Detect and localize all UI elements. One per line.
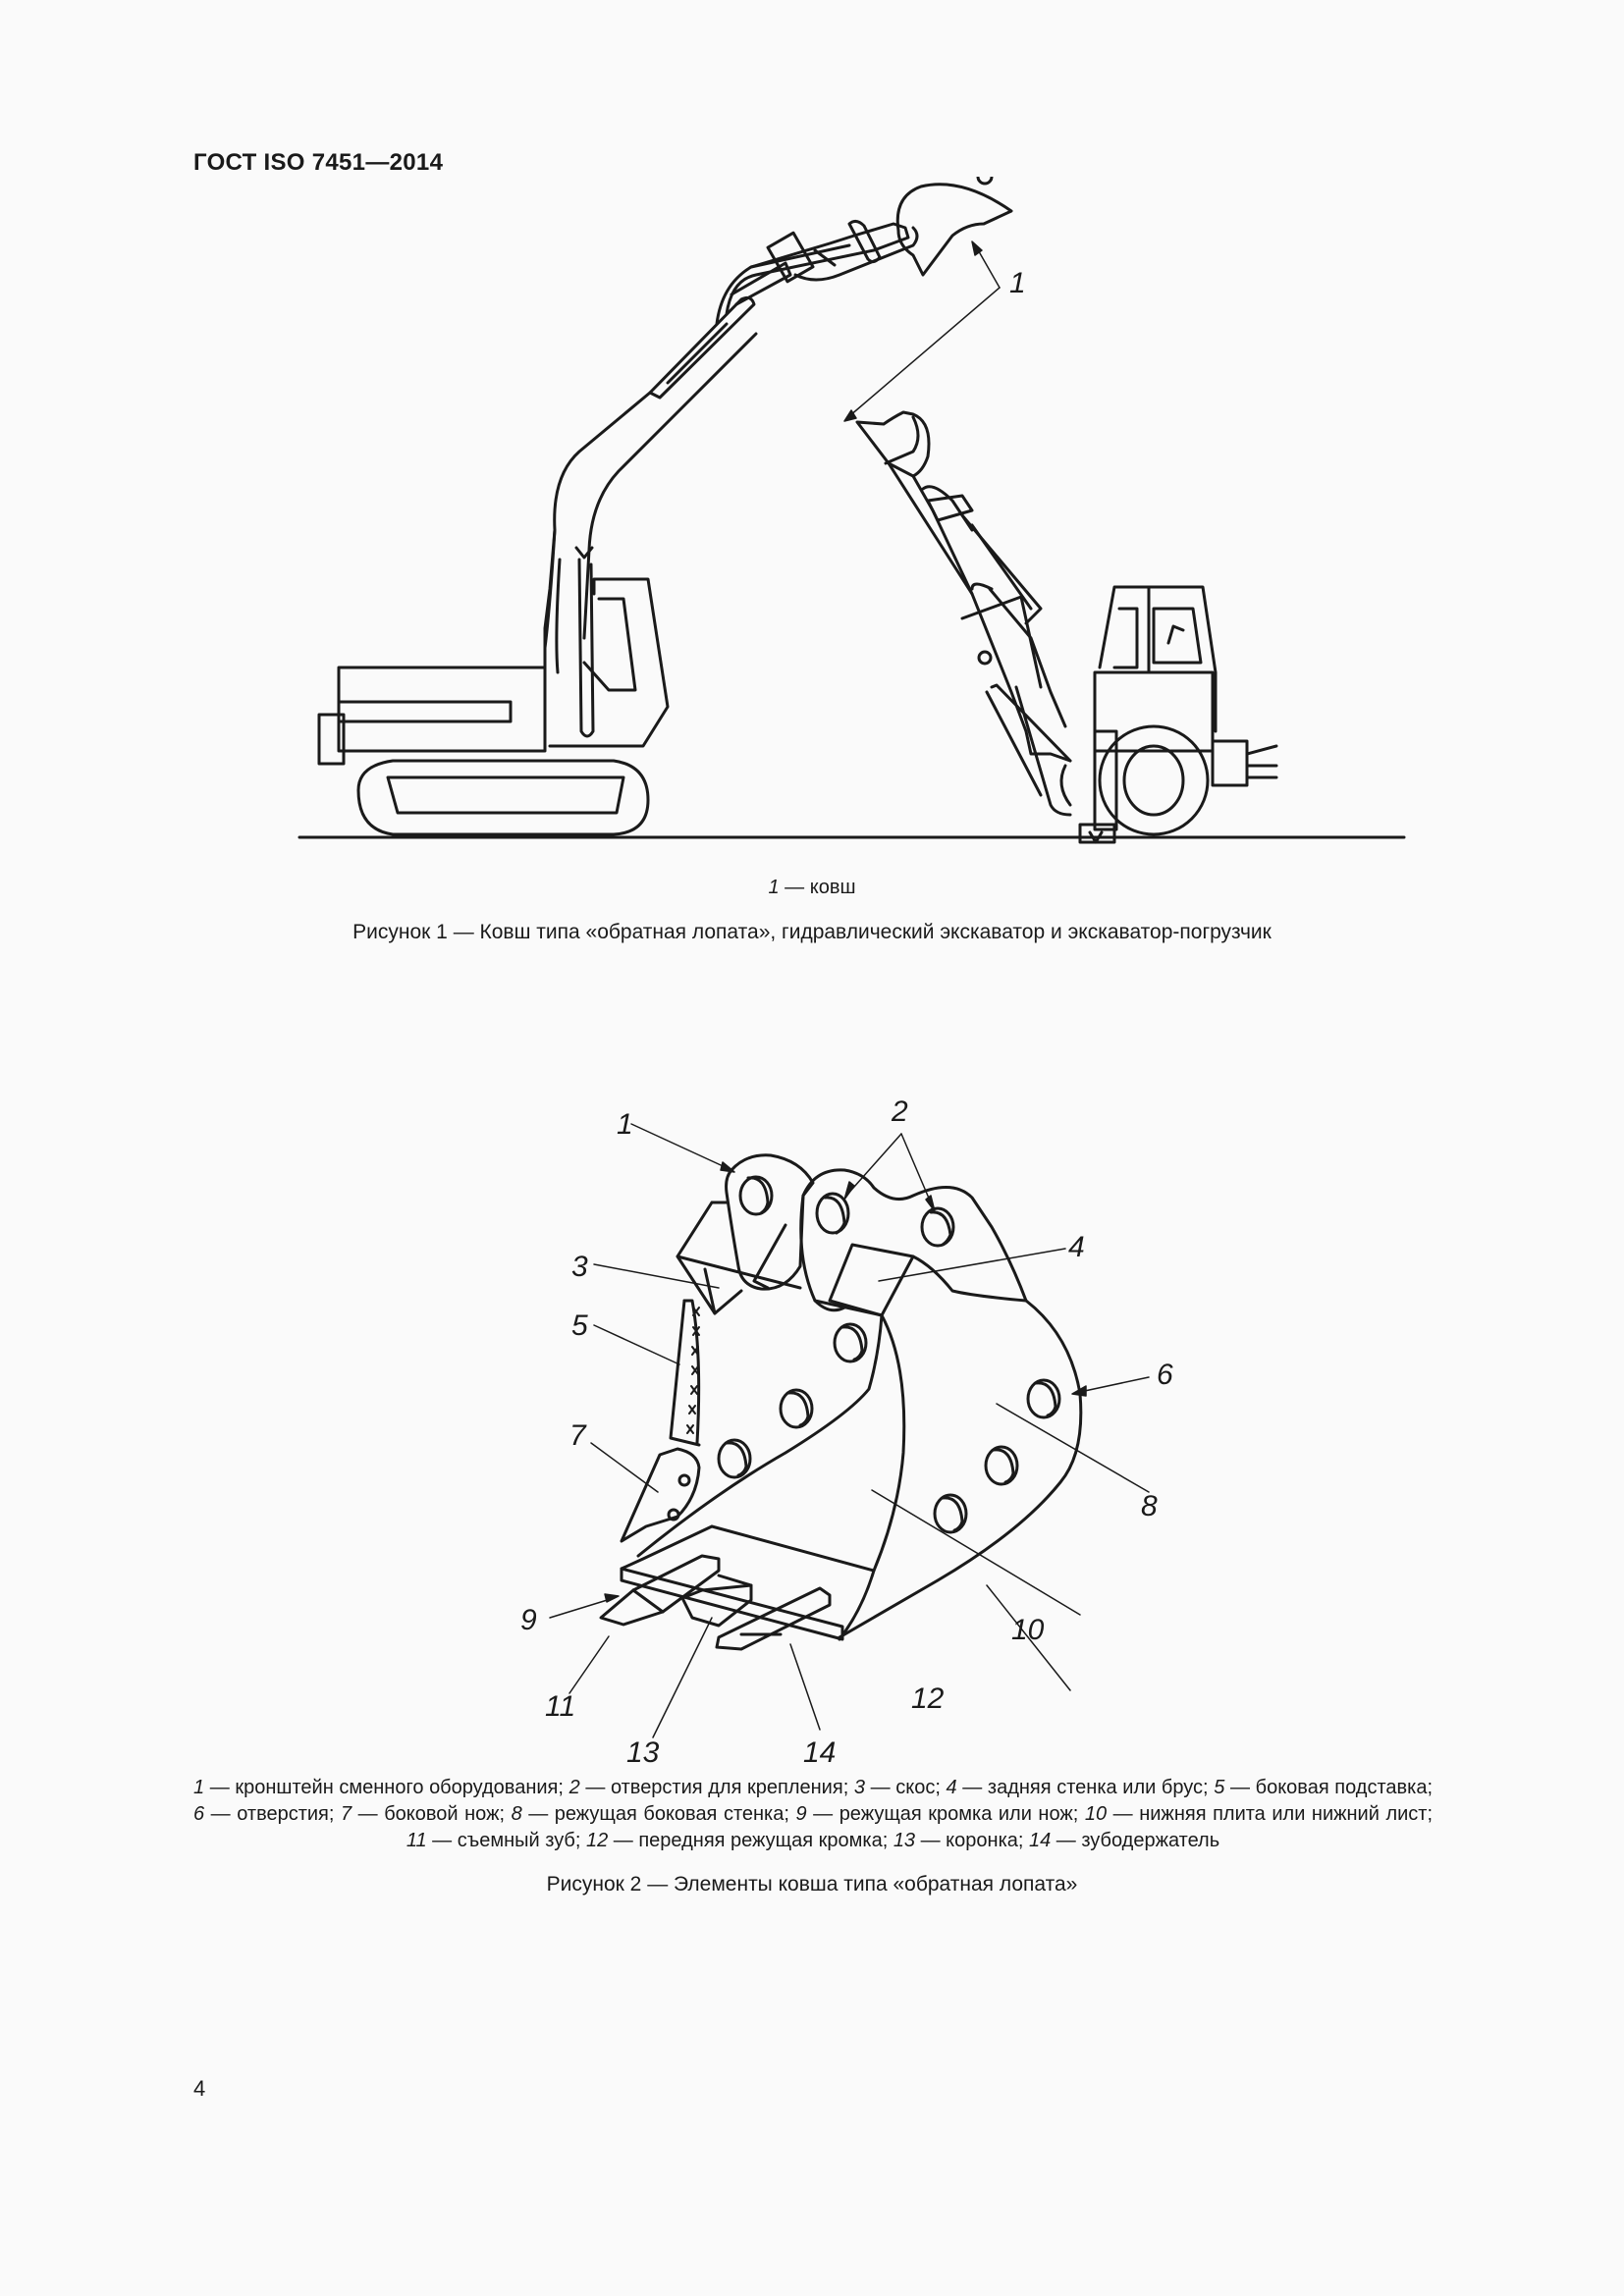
callout-3: 3 (571, 1251, 588, 1283)
legend-item: 7 — боковой нож; (340, 1803, 512, 1825)
callout-1: 1 (617, 1108, 633, 1141)
callout-8: 8 (1141, 1490, 1158, 1522)
legend-item: 13 — коронка; (893, 1830, 1029, 1851)
backhoe-loader-icon (855, 177, 1278, 844)
callout-9: 9 (520, 1604, 537, 1636)
callout-6: 6 (1157, 1359, 1173, 1391)
callout-4: 4 (1068, 1231, 1085, 1263)
legend-item: 11 — съемный зуб; (406, 1830, 586, 1851)
figure-2-legend: 1 — кронштейн сменного оборудования; 2 —… (193, 1775, 1433, 1854)
legend-item: 1 — кронштейн сменного оборудования; (193, 1777, 569, 1798)
callout-5: 5 (571, 1309, 588, 1342)
figure-1-legend: 1 — ковш (0, 877, 1624, 899)
bucket-icon (599, 1153, 1083, 1651)
callout-7: 7 (569, 1419, 587, 1452)
page-number: 4 (193, 2076, 206, 2101)
figure-2-caption: Рисунок 2 — Элементы ковша типа «обратна… (546, 1873, 1078, 1896)
callout-14: 14 (803, 1736, 836, 1767)
legend-num: 1 (768, 877, 780, 898)
callout-1 (843, 240, 1001, 422)
legend-text: — ковш (779, 877, 856, 898)
figure-1-caption: Рисунок 1 — Ковш типа «обратная лопата»,… (352, 921, 1272, 943)
legend-item: 9 — режущая кромка или нож; (795, 1803, 1085, 1825)
callout-13: 13 (626, 1736, 660, 1767)
legend-item: 12 — передняя режущая кромка; (585, 1830, 893, 1851)
legend-item: 2 — отверстия для крепления; (568, 1777, 854, 1798)
legend-item: 4 — задняя стенка или брус; (946, 1777, 1215, 1798)
callout-12: 12 (911, 1682, 945, 1715)
callout-label-1: 1 (1009, 267, 1026, 299)
legend-item: 6 — отверстия; (193, 1803, 341, 1825)
callout-leaders (549, 1123, 1150, 1738)
legend-item: 10 — нижняя плита или нижний лист; (1084, 1803, 1433, 1825)
excavator-icon (317, 183, 1013, 836)
callout-11: 11 (545, 1690, 575, 1723)
callout-10: 10 (1011, 1614, 1045, 1646)
document-header: ГОСТ ISO 7451—2014 (193, 149, 444, 176)
legend-item: 14 — зубодержатель (1029, 1830, 1220, 1851)
figure-1-drawing: 1 (285, 177, 1424, 864)
figure-2-drawing: 1 2 3 4 5 6 7 8 9 10 11 12 13 14 (491, 1080, 1198, 1767)
callout-2: 2 (891, 1095, 908, 1128)
legend-item: 5 — боковая подставка; (1214, 1777, 1434, 1798)
legend-item: 3 — скос; (853, 1777, 947, 1798)
legend-item: 8 — режущая боковая стенка; (511, 1803, 796, 1825)
